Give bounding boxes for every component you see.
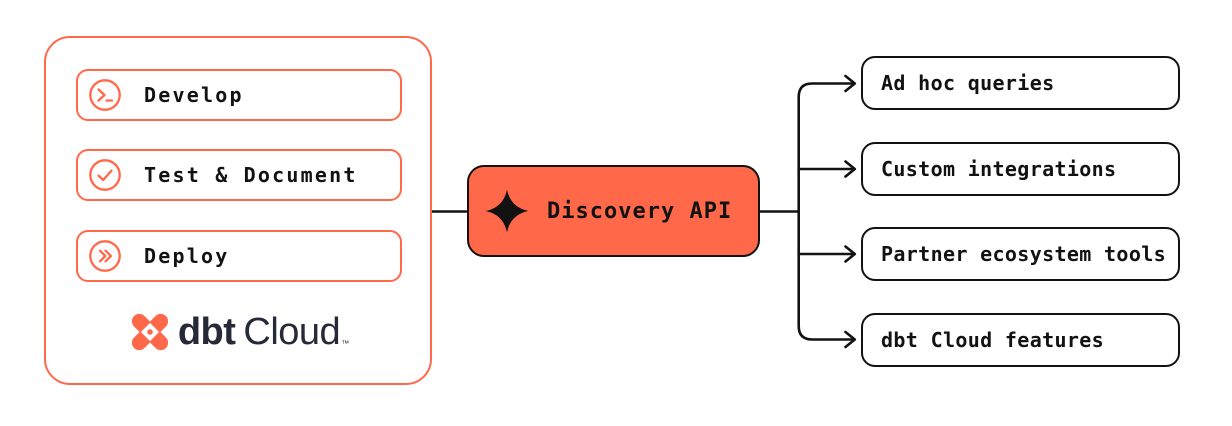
- arrow-head-1: [844, 74, 857, 93]
- spine-bottom-branch: [797, 210, 855, 341]
- output-box-custom-integrations: Custom integrations: [861, 142, 1180, 196]
- output-box-dbt-cloud-features: dbt Cloud features: [861, 313, 1180, 367]
- dbt-logo-icon: [131, 313, 168, 351]
- test-document-label: Test & Document: [144, 163, 358, 187]
- dbt-cloud-logo: dbt Cloud ™: [46, 309, 430, 355]
- develop-box: Develop: [76, 69, 402, 121]
- output-label: Partner ecosystem tools: [881, 242, 1166, 266]
- dbt-cloud-panel: Develop Test & Document Deploy: [44, 36, 432, 385]
- deploy-arrows-icon: [89, 240, 121, 272]
- sparkle-icon: [485, 189, 529, 233]
- output-box-ad-hoc-queries: Ad hoc queries: [861, 56, 1180, 110]
- logo-trademark: ™: [341, 339, 350, 348]
- arrow-head-2: [844, 160, 857, 178]
- output-box-partner-ecosystem-tools: Partner ecosystem tools: [861, 227, 1180, 281]
- terminal-icon: [89, 79, 121, 111]
- discovery-api-label: Discovery API: [547, 198, 733, 224]
- check-circle-icon: [89, 159, 121, 191]
- discovery-api-node: Discovery API: [467, 165, 760, 257]
- arrow-head-4: [844, 330, 857, 349]
- deploy-label: Deploy: [144, 244, 230, 268]
- logo-text-cloud: Cloud: [243, 311, 341, 353]
- arrow-head-3: [844, 245, 857, 263]
- develop-label: Develop: [144, 83, 244, 107]
- logo-text-dbt: dbt: [177, 311, 236, 353]
- spine-top-branch: [797, 82, 855, 213]
- deploy-box: Deploy: [76, 230, 402, 282]
- output-label: dbt Cloud features: [881, 328, 1105, 352]
- test-document-box: Test & Document: [76, 149, 402, 201]
- output-label: Custom integrations: [881, 157, 1117, 181]
- output-label: Ad hoc queries: [881, 71, 1055, 95]
